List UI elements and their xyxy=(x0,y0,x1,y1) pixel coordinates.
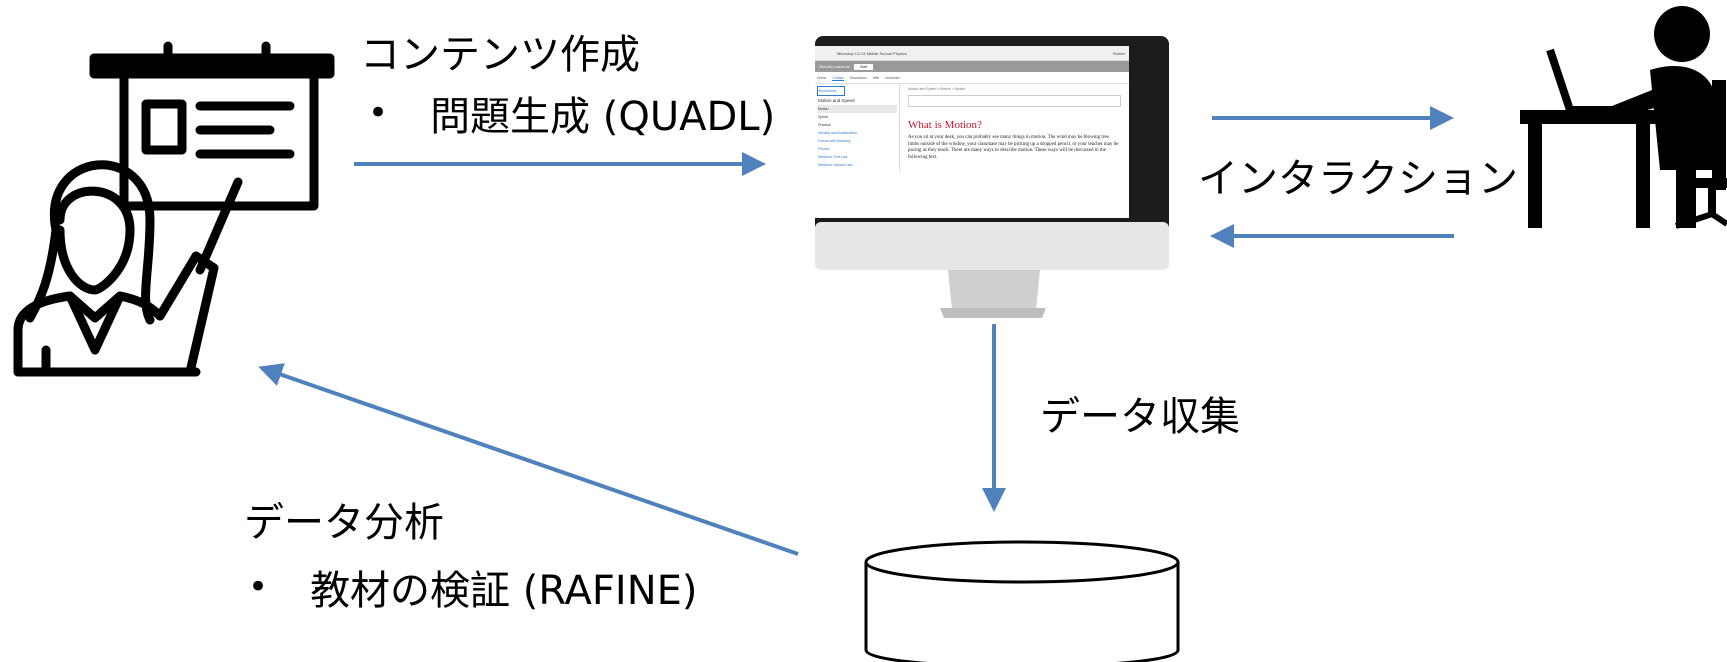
screen-view-select[interactable]: Staff xyxy=(854,63,874,70)
screen-tabs: Home Course Discussion Wiki Instructor xyxy=(815,72,1129,84)
bullet: • xyxy=(368,93,389,133)
monitor-screen: Minerdop C2-01 Middle School Physics Rob… xyxy=(815,46,1129,218)
screen-main: Motion and Speed > Motion > Motion What … xyxy=(900,84,1129,171)
question-generation-label: 問題生成 (QUADL) xyxy=(430,94,776,140)
interaction-label: インタラクション xyxy=(1198,156,1518,202)
screen-subsection-item[interactable]: Practice xyxy=(818,123,831,127)
screen-view-bar: View this course as: Staff xyxy=(815,61,1129,72)
screen-chapter-item[interactable]: Velocity and Acceleration xyxy=(818,131,857,135)
screen-breadcrumb: Motion and Speed > Motion > Motion xyxy=(908,87,966,91)
screen-heading: What is Motion? xyxy=(908,119,982,131)
question-generation-row: • 問題生成 (QUADL) xyxy=(368,84,775,142)
bullet: • xyxy=(248,567,269,607)
screen-subsection-item[interactable]: Motion xyxy=(817,105,897,113)
screen-sidebar: Bookmarks Motion and Speed Motion Speed … xyxy=(815,84,900,171)
screen-tab-wiki[interactable]: Wiki xyxy=(872,76,880,80)
screen-body-text: As you sit at your desk, you can probabl… xyxy=(908,135,1119,160)
screen-tab-home[interactable]: Home xyxy=(817,76,827,80)
screen-chapter-item[interactable]: Newton's Second Law xyxy=(818,163,853,167)
screen-view-label: View this course as: xyxy=(819,64,851,69)
screen-chapter-item[interactable]: Forces with Anatomy xyxy=(818,139,851,143)
data-analysis-label: データ分析 xyxy=(244,500,444,546)
user-at-desk-icon xyxy=(1520,6,1727,229)
screen-chapter-item[interactable]: Newton's First Law xyxy=(818,155,848,159)
teacher-presenting-icon xyxy=(13,41,335,377)
screen-chapter-item[interactable]: Friction xyxy=(818,147,830,151)
material-validation-label: 教材の検証 (RAFINE) xyxy=(310,568,698,614)
screen-tab-discussion[interactable]: Discussion xyxy=(849,76,867,80)
screen-unit-nav[interactable] xyxy=(908,95,1121,107)
database-icon xyxy=(864,540,1180,662)
screen-subsection-item[interactable]: Speed xyxy=(818,115,829,119)
data-collection-label: データ収集 xyxy=(1040,394,1240,440)
screen-header: Minerdop C2-01 Middle School Physics Rob… xyxy=(815,46,1129,61)
screen-site-title: Minerdop C2-01 Middle School Physics xyxy=(837,50,907,56)
material-validation-row: • 教材の検証 (RAFINE) xyxy=(248,558,698,616)
screen-section-title[interactable]: Motion and Speed xyxy=(818,98,855,103)
screen-bookmarks-button[interactable]: Bookmarks xyxy=(817,86,845,96)
arrow-database-to-teacher xyxy=(258,363,799,556)
screen-tab-instructor[interactable]: Instructor xyxy=(885,76,900,80)
screen-user[interactable]: Robert xyxy=(1112,50,1125,56)
screen-tab-course[interactable]: Course xyxy=(832,76,844,81)
content-creation-label: コンテンツ作成 xyxy=(360,32,640,78)
